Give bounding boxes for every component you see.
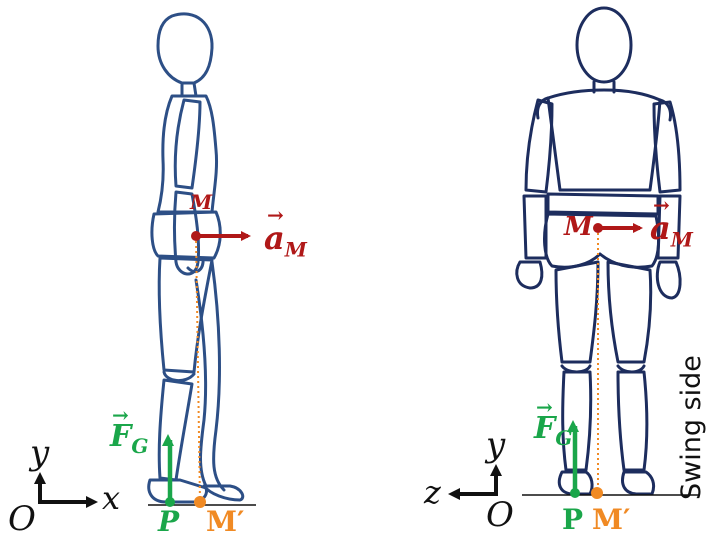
axes-left	[34, 472, 98, 508]
left-contact-label: P	[158, 505, 180, 538]
left-x-axis-label: x	[102, 479, 121, 517]
left-projection-label: M′	[206, 505, 245, 538]
left-accel-label: →aM	[264, 203, 307, 262]
left-force-label: →FG	[110, 403, 149, 458]
contact-point-left	[165, 497, 175, 507]
left-com-label: M	[190, 190, 213, 214]
projection-point-left	[194, 496, 206, 508]
right-force-label: →FG	[534, 395, 573, 450]
right-contact-label: P	[562, 503, 584, 536]
right-com-label: M	[564, 212, 593, 242]
swing-side-label: Swing side	[676, 355, 707, 500]
right-accel-label: →aM	[650, 193, 693, 252]
projection-line-left	[195, 235, 201, 504]
left-origin-label: O	[8, 499, 36, 539]
right-z-axis-label: z	[424, 473, 441, 511]
contact-point-right	[570, 488, 580, 498]
right-y-axis-label: y	[486, 425, 506, 465]
com-point-left	[191, 231, 201, 241]
projection-point-right	[591, 487, 603, 499]
right-projection-label: M′	[592, 503, 631, 536]
left-y-axis-label: y	[30, 433, 50, 473]
axes-right	[448, 464, 502, 500]
front-view-mannequin	[515, 6, 682, 496]
com-point-right	[593, 223, 603, 233]
right-origin-label: O	[486, 495, 514, 535]
